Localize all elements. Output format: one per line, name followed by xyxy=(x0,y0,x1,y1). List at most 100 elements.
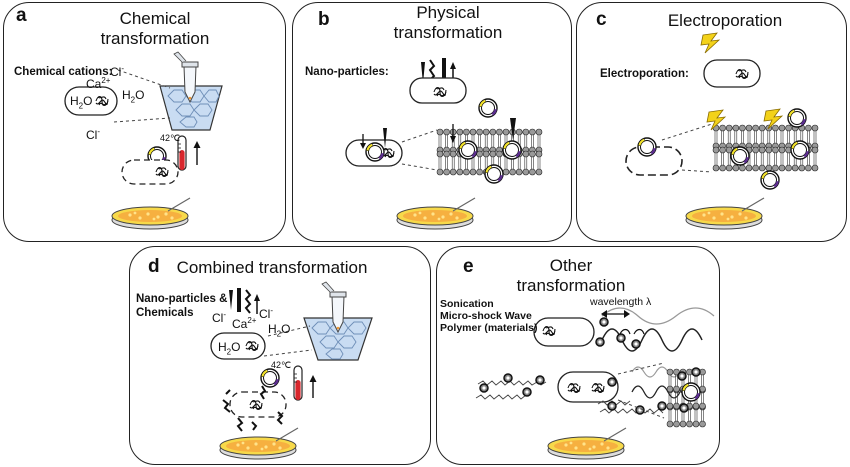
cell-h2o-d: H2O xyxy=(218,340,241,357)
ion-h2o-d: H2O xyxy=(268,322,291,339)
lipid-tail xyxy=(701,415,704,421)
lipid-head xyxy=(673,385,680,393)
lipid-tail xyxy=(760,137,764,143)
lipid-head xyxy=(785,124,792,132)
lipid-tail xyxy=(445,141,448,147)
lipid-head xyxy=(778,146,786,154)
wavelength-label: wavelength λ xyxy=(590,296,652,308)
lipid-head xyxy=(496,150,503,158)
lipid-tail xyxy=(787,137,790,143)
panel-d xyxy=(129,246,431,465)
lipid-tail xyxy=(668,409,672,415)
panel-d-label: d xyxy=(148,256,160,277)
lipid-tail xyxy=(688,409,691,415)
lipid-head xyxy=(752,124,759,132)
lipid-tail xyxy=(504,135,508,141)
lipid-head xyxy=(469,128,477,136)
method-polymer: Polymer (materials) xyxy=(440,322,538,334)
lipid-tail xyxy=(793,159,797,165)
lipid-tail xyxy=(727,131,731,137)
lipid-tail xyxy=(714,159,718,165)
lipid-tail xyxy=(714,153,718,159)
panel-d-row-label-line2: Chemicals xyxy=(136,307,194,319)
lipid-head xyxy=(772,146,779,154)
lipid-tail xyxy=(701,409,704,415)
lipid-tail xyxy=(484,157,488,163)
lipid-tail xyxy=(741,137,744,143)
lipid-head xyxy=(758,146,766,154)
lipid-tail xyxy=(727,137,731,143)
lipid-tail xyxy=(537,135,541,141)
lipid-head xyxy=(725,124,733,132)
lipid-head xyxy=(463,128,470,136)
cell-b-top xyxy=(409,77,467,104)
lipid-tail xyxy=(767,131,771,137)
lipid-tail xyxy=(484,141,488,147)
lipid-tail xyxy=(721,131,724,137)
lipid-tail xyxy=(681,415,685,421)
panel-a xyxy=(3,2,286,242)
panel-d-title: Combined transformation xyxy=(176,258,368,277)
lipid-head xyxy=(443,128,450,136)
temp-label-d: 42℃ xyxy=(271,360,292,370)
lipid-head xyxy=(699,420,706,428)
panel-d-row-label-line1: Nano-particles & xyxy=(136,293,228,305)
panel-a-title: Chemical transformation xyxy=(90,9,220,49)
panel-e-title-line1: Other xyxy=(549,256,593,275)
panel-b-label: b xyxy=(318,9,330,30)
lipid-tail xyxy=(498,135,501,141)
lipid-head xyxy=(443,150,450,158)
lipid-tail xyxy=(517,157,521,163)
lipid-head xyxy=(745,124,753,132)
lipid-tail xyxy=(451,163,455,169)
lipid-tail xyxy=(780,159,784,165)
lipid-head xyxy=(529,168,536,176)
lipid-tail xyxy=(767,153,771,159)
lipid-head xyxy=(673,402,680,410)
lipid-head xyxy=(732,164,740,172)
lipid-head xyxy=(449,168,457,176)
lipid-head xyxy=(785,164,792,172)
panel-a-title-line1: Chemical xyxy=(119,9,191,28)
lipid-tail xyxy=(734,131,738,137)
lipid-head xyxy=(732,124,740,132)
ice-bath-a xyxy=(159,85,223,131)
lipid-tail xyxy=(780,153,784,159)
lipid-tail xyxy=(813,159,817,165)
panel-b-title: Physical transformation xyxy=(383,3,513,43)
lipid-head xyxy=(666,385,674,393)
lipid-tail xyxy=(498,141,501,147)
cell-c-top xyxy=(703,59,761,88)
lipid-head xyxy=(745,164,753,172)
lipid-tail xyxy=(491,157,495,163)
lipid-tail xyxy=(517,135,521,141)
lipid-tail xyxy=(721,159,724,165)
lipid-tail xyxy=(754,137,757,143)
lipid-head xyxy=(692,402,700,410)
lipid-head xyxy=(436,150,444,158)
lipid-tail xyxy=(807,131,810,137)
lipid-head xyxy=(699,402,706,410)
panel-c-label: c xyxy=(596,9,607,30)
lipid-head xyxy=(791,164,799,172)
panel-e-label: e xyxy=(463,256,474,277)
lipid-head xyxy=(496,128,503,136)
lipid-head xyxy=(482,150,490,158)
lipid-tail xyxy=(774,153,777,159)
lipid-head xyxy=(719,146,726,154)
lipid-head xyxy=(489,150,497,158)
panel-b xyxy=(292,2,572,242)
lipid-tail xyxy=(524,141,528,147)
lipid-tail xyxy=(451,141,455,147)
lipid-tail xyxy=(451,157,455,163)
lipid-head xyxy=(502,168,510,176)
lipid-tail xyxy=(458,157,462,163)
lipid-tail xyxy=(675,409,678,415)
lipid-tail xyxy=(727,159,731,165)
lipid-tail xyxy=(793,131,797,137)
lipid-head xyxy=(805,164,812,172)
falling-particles-d xyxy=(229,288,260,314)
lipid-head xyxy=(476,128,483,136)
lipid-tail xyxy=(478,135,481,141)
lipid-tail xyxy=(504,163,508,169)
